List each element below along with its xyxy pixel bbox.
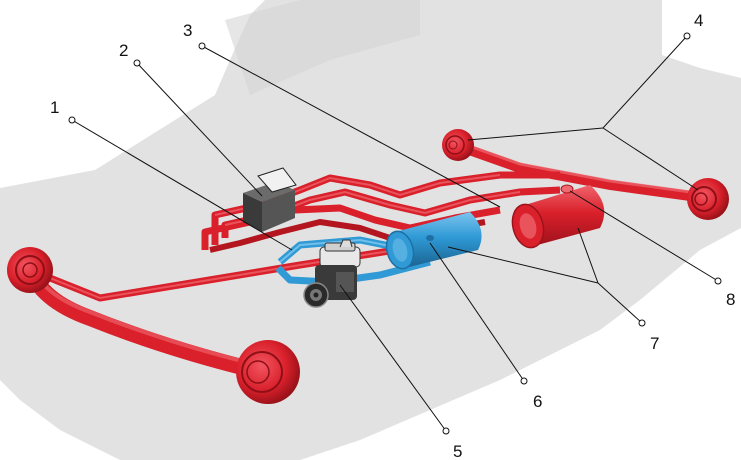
truck-cab-shape — [225, 0, 420, 95]
callout-1: 1 — [50, 98, 59, 117]
callout-7: 7 — [650, 334, 659, 353]
brake-chamber-front-right — [236, 340, 300, 404]
callout-4: 4 — [694, 11, 703, 30]
callout-3: 3 — [183, 21, 192, 40]
brake-chamber-rear-left — [442, 129, 474, 161]
callout-6: 6 — [533, 392, 542, 411]
callout-2: 2 — [119, 41, 128, 60]
callout-8: 8 — [726, 290, 735, 309]
air-compressor — [303, 239, 361, 308]
blue-air-tank — [385, 212, 482, 270]
leader-lines — [68, 32, 722, 435]
callout-labels: 1 2 3 4 5 6 7 8 — [50, 11, 735, 460]
brake-chambers — [7, 129, 729, 404]
front-left-chamber-line — [22, 260, 270, 380]
brake-chamber-rear-right — [687, 178, 729, 220]
brake-chamber-front-left — [7, 247, 53, 293]
rear-axle-line — [453, 141, 710, 203]
control-valve-box — [243, 167, 297, 232]
red-air-tank — [511, 184, 605, 249]
callout-5: 5 — [453, 442, 462, 460]
